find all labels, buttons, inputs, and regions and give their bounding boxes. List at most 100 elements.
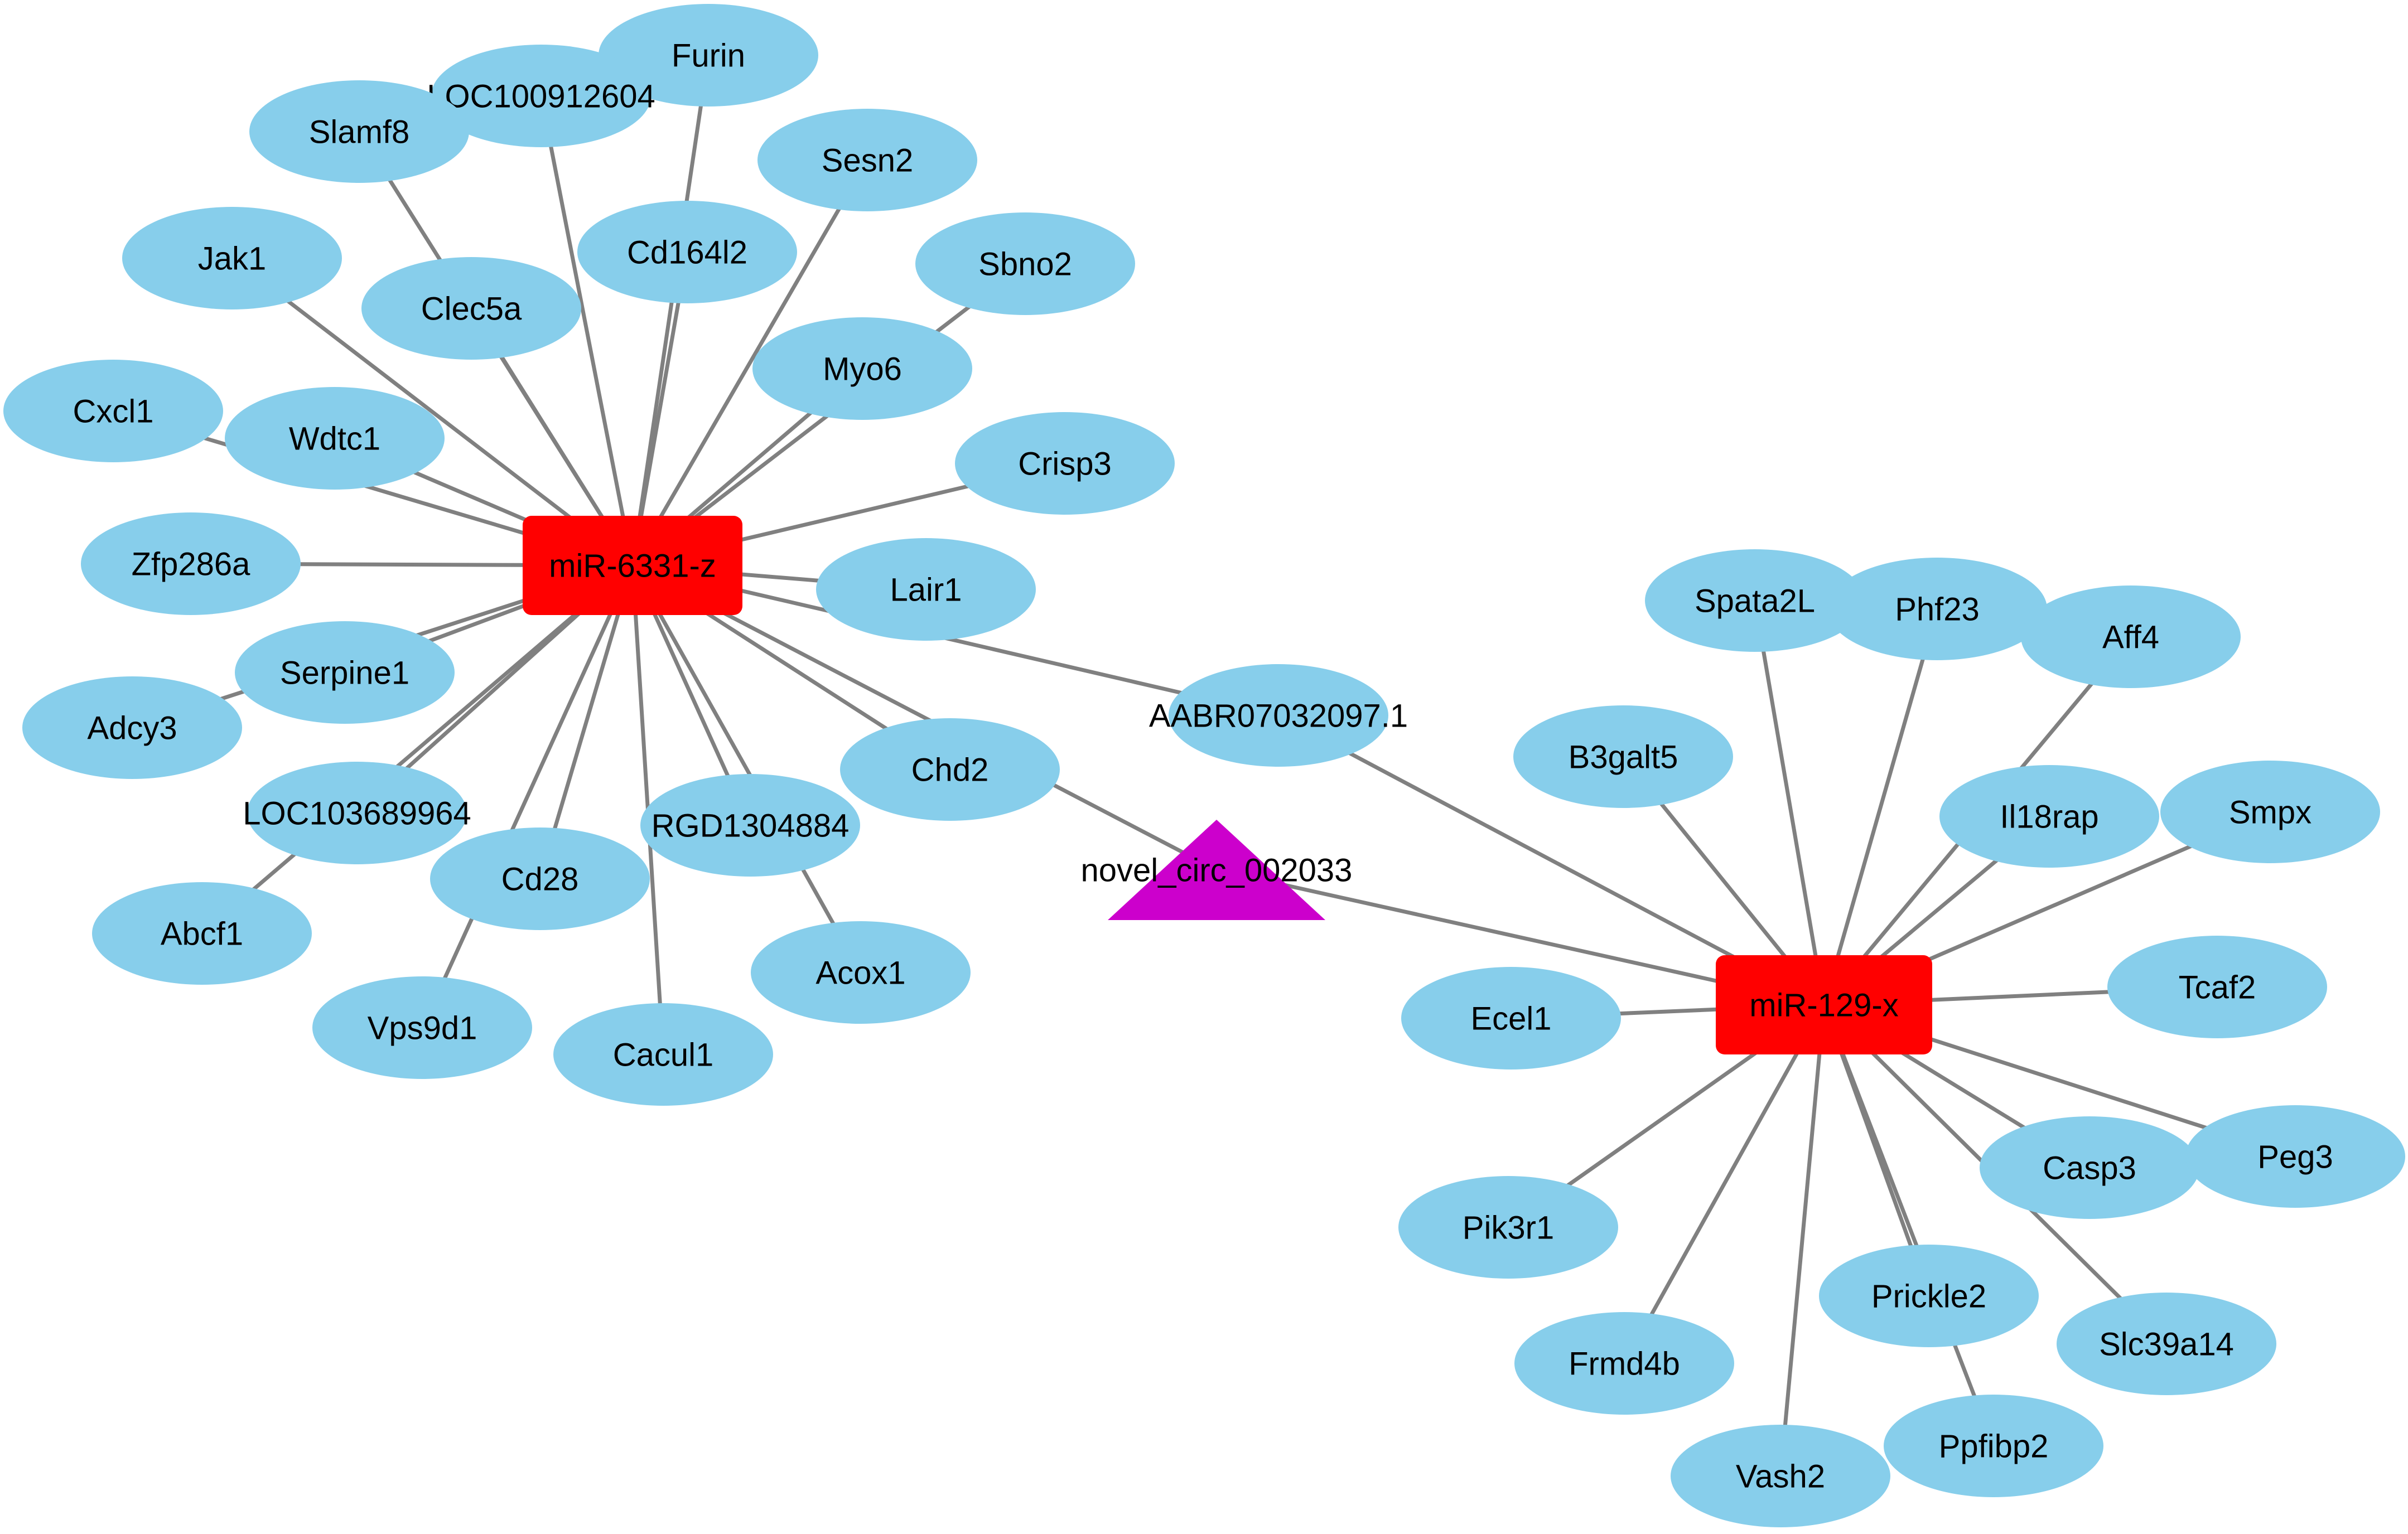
gene-label: Acox1 — [815, 955, 905, 991]
gene-ellipse — [1827, 558, 2047, 660]
gene-ellipse — [2057, 1293, 2276, 1395]
gene-label: Wdtc1 — [289, 420, 380, 457]
gene-node-b3galt5[interactable]: B3galt5 — [1513, 705, 1733, 808]
gene-label: Ppfibp2 — [1939, 1428, 2049, 1464]
circrna-triangle — [1108, 820, 1325, 920]
gene-ellipse — [225, 387, 445, 490]
edge-mir6331-furin — [630, 55, 711, 566]
gene-label: Spata2L — [1695, 583, 1815, 619]
gene-node-vps9d1[interactable]: Vps9d1 — [312, 976, 532, 1079]
gene-node-wdtc1[interactable]: Wdtc1 — [225, 387, 445, 490]
gene-label: B3galt5 — [1569, 739, 1678, 775]
gene-ellipse — [1401, 967, 1621, 1070]
gene-ellipse — [2021, 585, 2241, 688]
gene-node-peg3[interactable]: Peg3 — [2185, 1105, 2405, 1208]
gene-label: Ecel1 — [1470, 1000, 1551, 1037]
gene-ellipse — [1398, 1176, 1618, 1279]
gene-node-vash2[interactable]: Vash2 — [1671, 1425, 1890, 1527]
mirna-rect — [1716, 955, 1932, 1054]
gene-ellipse — [235, 621, 455, 724]
gene-node-rgd1304884[interactable]: RGD1304884 — [640, 774, 860, 877]
gene-label: Crisp3 — [1018, 446, 1112, 482]
gene-node-sbno2[interactable]: Sbno2 — [915, 212, 1135, 315]
gene-label: RGD1304884 — [652, 807, 850, 844]
hub-node-mir6331[interactable]: miR-6331-z — [523, 516, 742, 615]
gene-node-ppfibp2[interactable]: Ppfibp2 — [1884, 1395, 2103, 1497]
gene-node-loc103689964[interactable]: LOC103689964 — [243, 762, 471, 864]
gene-node-casp3[interactable]: Casp3 — [1980, 1116, 2199, 1219]
gene-ellipse — [915, 212, 1135, 315]
gene-node-slc39a14[interactable]: Slc39a14 — [2057, 1293, 2276, 1395]
gene-node-acox1[interactable]: Acox1 — [751, 921, 971, 1024]
gene-ellipse — [1939, 765, 2159, 868]
gene-node-il18rap[interactable]: Il18rap — [1939, 765, 2159, 868]
gene-label: Casp3 — [2043, 1150, 2136, 1186]
gene-node-loc100912604[interactable]: LOC100912604 — [427, 45, 655, 147]
gene-ellipse — [640, 774, 860, 877]
hub-node-circ[interactable]: novel_circ_002033 — [1081, 820, 1353, 920]
gene-label: LOC100912604 — [427, 78, 655, 114]
gene-node-furin[interactable]: Furin — [599, 4, 818, 107]
gene-node-cxcl1[interactable]: Cxcl1 — [3, 360, 223, 462]
gene-node-zfp286a[interactable]: Zfp286a — [81, 512, 301, 615]
edge-mir6331-circ — [631, 563, 1218, 872]
gene-node-aabr07032097[interactable]: AABR07032097.1 — [1149, 664, 1408, 767]
gene-ellipse — [249, 80, 469, 183]
gene-node-crisp3[interactable]: Crisp3 — [955, 412, 1175, 515]
gene-label: Cxcl1 — [73, 393, 153, 429]
gene-node-myo6[interactable]: Myo6 — [752, 317, 972, 420]
hub-label: miR-129-x — [1749, 987, 1899, 1023]
gene-node-phf23[interactable]: Phf23 — [1827, 558, 2047, 660]
gene-ellipse — [22, 676, 242, 779]
gene-node-cd164l2[interactable]: Cd164l2 — [577, 201, 797, 303]
gene-ellipse — [1169, 664, 1388, 767]
gene-label: Vash2 — [1736, 1458, 1825, 1494]
gene-node-spata2l[interactable]: Spata2L — [1645, 549, 1865, 652]
gene-node-sesn2[interactable]: Sesn2 — [757, 109, 977, 211]
gene-ellipse — [577, 201, 797, 303]
gene-label: Prickle2 — [1871, 1278, 1986, 1314]
gene-ellipse — [757, 109, 977, 211]
gene-label: Serpine1 — [280, 655, 409, 691]
gene-ellipse — [2107, 936, 2327, 1038]
gene-label: Adcy3 — [87, 710, 177, 746]
mirna-rect — [523, 516, 742, 615]
gene-node-aff4[interactable]: Aff4 — [2021, 585, 2241, 688]
gene-ellipse — [122, 207, 342, 309]
gene-node-cd28[interactable]: Cd28 — [430, 828, 650, 930]
gene-ellipse — [431, 45, 651, 147]
gene-node-abcf1[interactable]: Abcf1 — [92, 882, 312, 985]
gene-ellipse — [92, 882, 312, 985]
gene-node-prickle2[interactable]: Prickle2 — [1819, 1245, 2039, 1347]
gene-label: Vps9d1 — [368, 1010, 477, 1046]
gene-node-frmd4b[interactable]: Frmd4b — [1514, 1312, 1734, 1415]
hub-label: miR-6331-z — [549, 548, 716, 584]
edge-mir129-ppfibp2 — [1822, 1004, 1996, 1447]
gene-node-tcaf2[interactable]: Tcaf2 — [2107, 936, 2327, 1038]
edge-mir6331-abcf1 — [200, 564, 634, 935]
gene-node-chd2[interactable]: Chd2 — [840, 718, 1060, 821]
gene-node-serpine1[interactable]: Serpine1 — [235, 621, 455, 724]
hub-label: novel_circ_002033 — [1081, 852, 1353, 888]
gene-label: Aff4 — [2102, 619, 2159, 655]
gene-node-slamf8[interactable]: Slamf8 — [249, 80, 469, 183]
hub-node-mir129[interactable]: miR-129-x — [1716, 955, 1932, 1054]
gene-node-adcy3[interactable]: Adcy3 — [22, 676, 242, 779]
gene-ellipse — [312, 976, 532, 1079]
gene-ellipse — [599, 4, 818, 107]
gene-label: Slamf8 — [309, 114, 410, 150]
gene-node-clec5a[interactable]: Clec5a — [361, 257, 581, 360]
gene-node-pik3r1[interactable]: Pik3r1 — [1398, 1176, 1618, 1279]
edge-mir129-vash2 — [1778, 1004, 1826, 1477]
gene-node-smpx[interactable]: Smpx — [2160, 761, 2380, 863]
gene-node-jak1[interactable]: Jak1 — [122, 207, 342, 309]
gene-node-ecel1[interactable]: Ecel1 — [1401, 967, 1621, 1070]
gene-ellipse — [1980, 1116, 2199, 1219]
gene-ellipse — [1514, 1312, 1734, 1415]
gene-node-lair1[interactable]: Lair1 — [816, 538, 1036, 641]
edge-mir6331-acox1 — [630, 564, 863, 974]
gene-node-cacul1[interactable]: Cacul1 — [553, 1003, 773, 1106]
gene-ellipse — [1819, 1245, 2039, 1347]
